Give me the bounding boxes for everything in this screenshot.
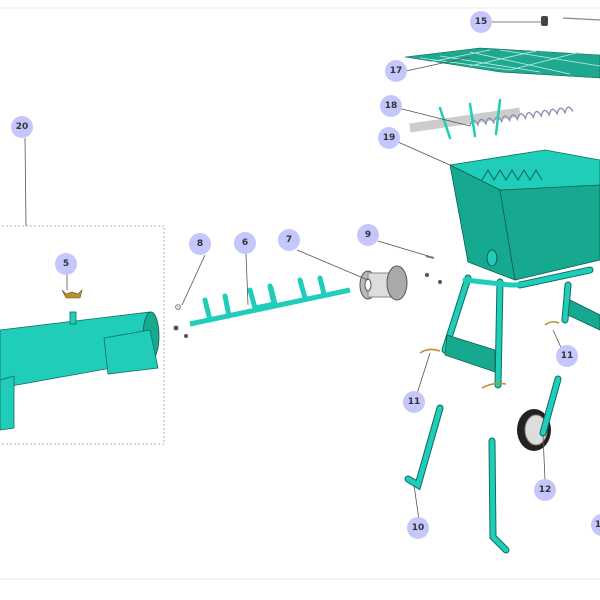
callout-11-left: 11 [403, 391, 425, 413]
callout-6: 6 [234, 232, 256, 254]
callout-12: 12 [534, 479, 556, 501]
callout-15: 15 [470, 11, 492, 33]
wheel-12 [517, 375, 562, 451]
callout-17: 17 [385, 60, 407, 82]
screen-mesh-17 [404, 47, 600, 79]
main-tube [0, 311, 160, 431]
svg-text:11: 11 [561, 351, 574, 361]
svg-text:1: 1 [595, 520, 600, 530]
hitch-pins-11 [419, 321, 560, 389]
bolt-9 [425, 255, 442, 284]
callout-9: 9 [357, 224, 379, 246]
svg-text:19: 19 [383, 133, 396, 143]
nut-15 [541, 16, 600, 26]
svg-text:15: 15 [475, 17, 488, 27]
svg-text:18: 18 [385, 101, 398, 111]
callout-20: 20 [11, 116, 33, 138]
auger-18 [409, 98, 574, 140]
leg-10 [404, 404, 444, 491]
svg-text:8: 8 [197, 239, 203, 249]
svg-text:10: 10 [412, 523, 425, 533]
nuts-8 [173, 304, 188, 338]
stand-frame [441, 266, 600, 389]
svg-text:5: 5 [63, 259, 69, 269]
callout-18: 18 [380, 95, 402, 117]
leg-long [488, 437, 510, 554]
callout-7: 7 [278, 229, 300, 251]
svg-text:20: 20 [16, 122, 29, 132]
svg-text:12: 12 [539, 485, 552, 495]
callout-5: 5 [55, 253, 77, 275]
svg-text:17: 17 [390, 66, 403, 76]
callout-10: 10 [407, 517, 429, 539]
agitator-shaft-6 [189, 275, 351, 327]
callout-partial: 1 [591, 514, 600, 536]
svg-text:6: 6 [242, 238, 248, 248]
svg-text:7: 7 [286, 235, 292, 245]
callout-11-right: 11 [556, 345, 578, 367]
leader-lines [24, 21, 565, 521]
bushing-7 [359, 265, 408, 301]
svg-text:9: 9 [365, 230, 371, 240]
wing-nut-5 [61, 289, 83, 299]
svg-text:11: 11 [408, 397, 421, 407]
callout-8: 8 [189, 233, 211, 255]
hopper-19 [448, 149, 600, 281]
callout-19: 19 [378, 127, 400, 149]
